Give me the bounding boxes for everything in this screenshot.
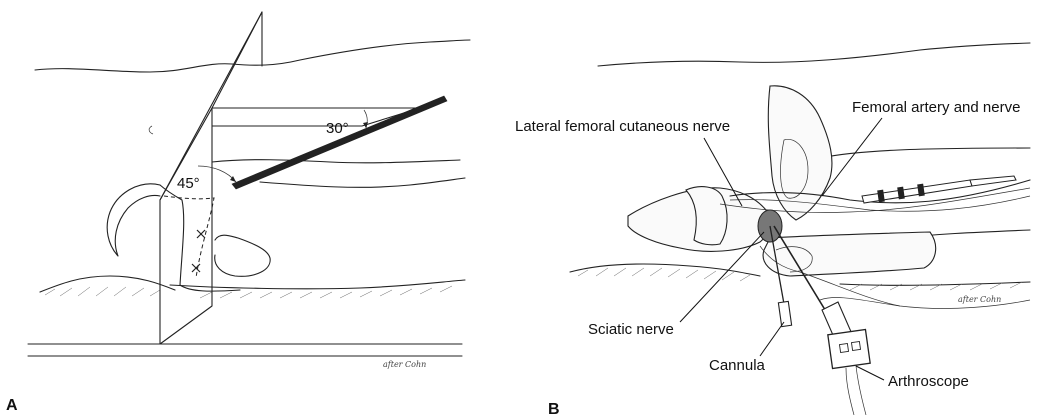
body-outline-top-b (597, 42, 1031, 67)
angle-arrow-30 (363, 122, 368, 128)
portal-dashed-line (163, 195, 215, 279)
angle-label-45: 45° (177, 175, 200, 192)
body-outline-top (34, 39, 471, 73)
pelvis-bone (767, 85, 833, 221)
artist-signature-b: after Cohn (958, 295, 1001, 304)
leader-lateral-femoral (703, 137, 743, 207)
table-hatching-b (577, 267, 1023, 291)
label-sciatic-nerve: Sciatic nerve (588, 321, 674, 338)
panel-letter-b: B (548, 401, 560, 415)
femoral-nerve-strand (729, 195, 1031, 212)
femoral-neck (685, 186, 728, 246)
buttock-contour (214, 234, 271, 277)
hip-contour (159, 184, 241, 292)
panel-a: 45° 30° after Cohn A (6, 11, 471, 414)
leader-sciatic (679, 231, 765, 323)
label-cannula: Cannula (709, 357, 766, 374)
leader-arthroscope (855, 365, 885, 381)
leader-cannula (759, 321, 785, 357)
table-edge-b-right (839, 281, 1031, 286)
navel-mark (148, 125, 154, 135)
label-femoral-artery-and-nerve: Femoral artery and nerve (852, 99, 1020, 116)
thigh-outline-lower (259, 177, 466, 188)
femoral-instrument (861, 175, 1017, 204)
thigh-outline-b (819, 147, 1031, 159)
thigh-outline-bottom (169, 279, 466, 290)
horizontal-plane (211, 107, 421, 127)
label-arthroscope: Arthroscope (888, 373, 969, 390)
panel-b: Lateral femoral cutaneous nerve Femoral … (515, 42, 1031, 415)
thigh-outline-top (211, 159, 461, 164)
femur-shaft (762, 231, 937, 277)
label-lateral-femoral-cutaneous-nerve: Lateral femoral cutaneous nerve (515, 118, 730, 135)
portal-marker-1 (196, 229, 206, 239)
instrument-shaft (231, 95, 448, 190)
table-hatching-a (44, 285, 453, 299)
table-edge-b (569, 263, 761, 277)
plane-edge-top-2 (159, 11, 263, 201)
angle-label-30: 30° (326, 120, 349, 137)
arm-contour (106, 183, 161, 257)
leader-femoral (821, 117, 883, 197)
cannula-instrument (769, 225, 793, 328)
artist-signature-a: after Cohn (383, 360, 426, 369)
femoral-nerve-bundle (729, 179, 1031, 204)
portal-marker-2 (191, 263, 201, 273)
acetabular-rim (780, 138, 809, 199)
table-edge-a (39, 275, 176, 293)
vertical-plane (159, 107, 213, 345)
sciatic-nerve-path (759, 245, 901, 307)
lateral-femoral-nerve (719, 187, 1031, 213)
panel-letter-a: A (6, 397, 18, 414)
arthroscope-instrument (773, 225, 1031, 415)
angle-arrow-45 (230, 176, 236, 182)
